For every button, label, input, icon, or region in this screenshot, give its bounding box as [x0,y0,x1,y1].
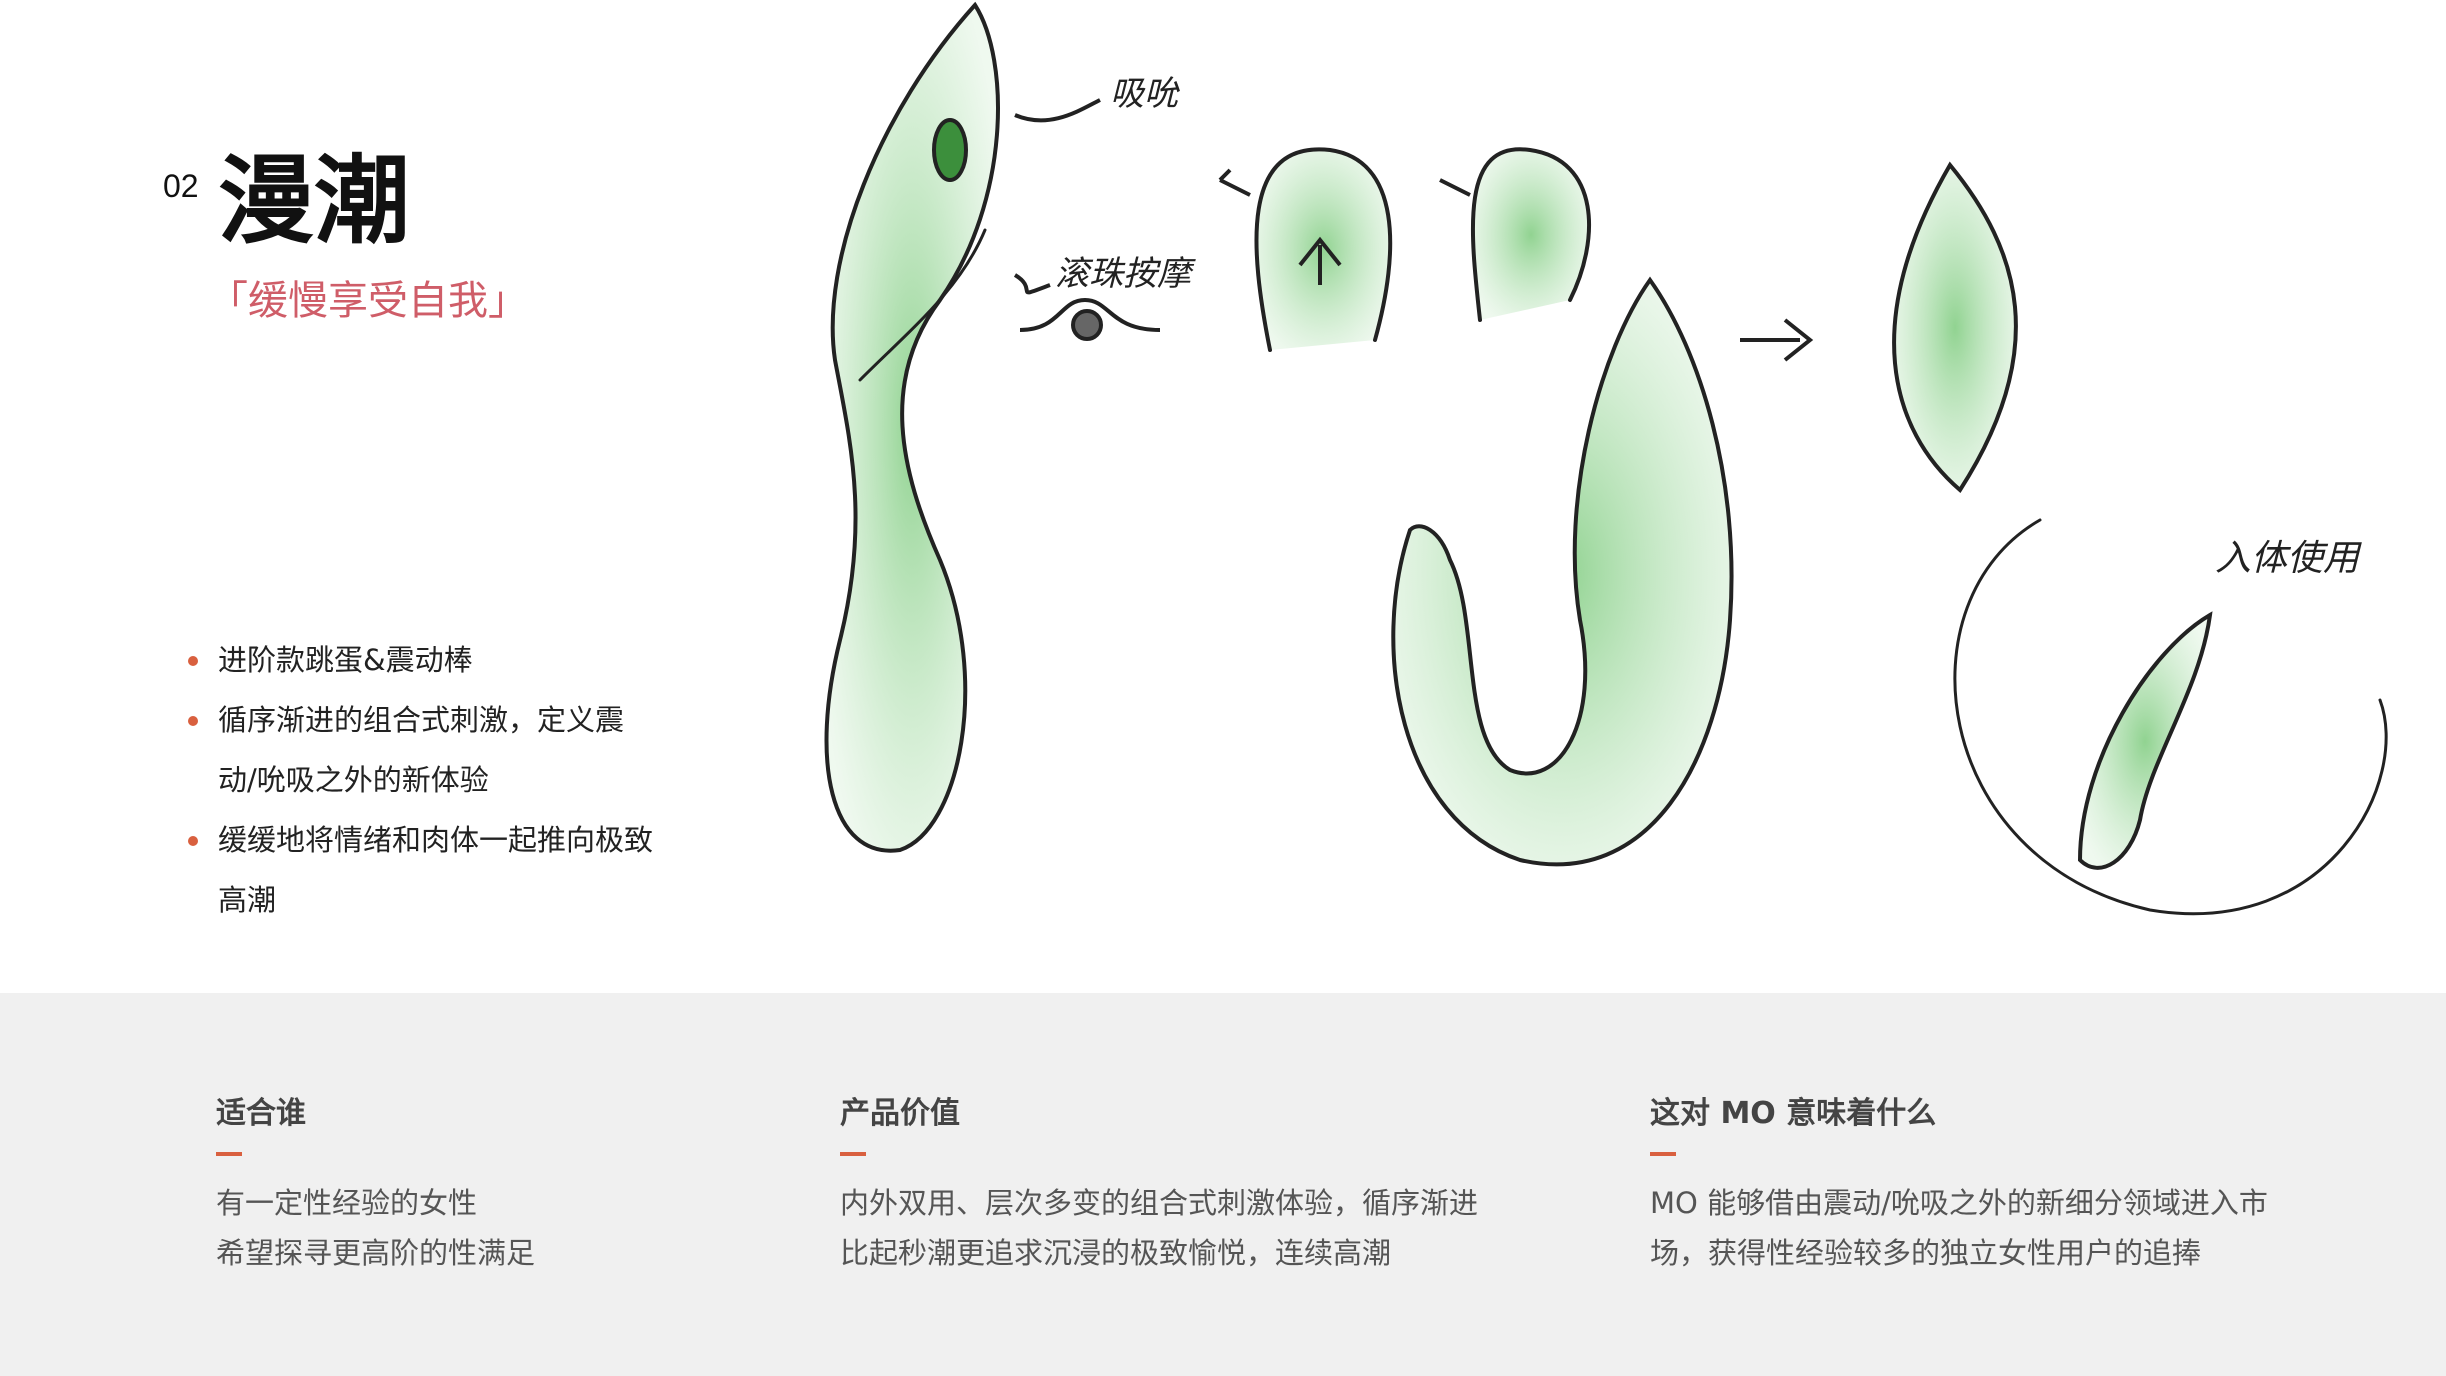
feature-item: 缓缓地将情绪和肉体一起推向极致高潮 [180,810,660,930]
feature-text: 缓缓地将情绪和肉体一起推向极致高潮 [218,823,654,917]
feature-text: 循序渐进的组合式刺激，定义震动/吮吸之外的新体验 [218,703,625,797]
product-sketch-illustration: 吸吮 滚珠按摩 入体使用 [824,1,2388,916]
note-suction: 吸吮 [1110,74,1180,114]
column-product-value: 产品价值 内外双用、层次多变的组合式刺激体验，循序渐进 比起秒潮更追求沉浸的极致… [840,1088,1478,1278]
tall-leaf-sketch [824,1,1000,853]
heading-underline [1650,1152,1676,1156]
column-line: 比起秒潮更追求沉浸的极致愉悦，连续高潮 [840,1236,1392,1270]
column-heading: 这对 MO 意味着什么 [1650,1096,1937,1131]
column-heading: 适合谁 [216,1096,306,1131]
heading-underline [216,1152,242,1156]
bullet-dot-icon [188,836,198,846]
tip-view-left [1254,147,1393,352]
column-line: 场，获得性经验较多的独立女性用户的追捧 [1650,1236,2202,1270]
feature-text: 进阶款跳蛋&震动棒 [218,643,473,677]
column-meaning-for-mo: 这对 MO 意味着什么 MO 能够借由震动/吮吸之外的新细分领域进入市 场，获得… [1650,1088,2268,1278]
small-leaf-sketch [1892,161,2018,494]
column-heading: 产品价值 [840,1096,960,1131]
column-line: 希望探寻更高阶的性满足 [216,1236,536,1270]
info-band [0,993,2446,1376]
bullet-dot-icon [188,716,198,726]
column-target-users: 适合谁 有一定性经验的女性 希望探寻更高阶的性满足 [216,1088,535,1278]
feature-item: 循序渐进的组合式刺激，定义震动/吮吸之外的新体验 [180,690,660,810]
detail-circle [1953,518,2388,916]
product-tagline: 「缓慢享受自我」 [208,278,528,324]
product-title: 漫潮 [218,144,410,257]
column-line: 内外双用、层次多变的组合式刺激体验，循序渐进 [840,1186,1479,1220]
column-line: MO 能够借由震动/吮吸之外的新细分领域进入市 [1650,1186,2268,1220]
section-number: 02 [163,168,199,204]
feature-item: 进阶款跳蛋&震动棒 [180,630,660,690]
feature-list: 进阶款跳蛋&震动棒 循序渐进的组合式刺激，定义震动/吮吸之外的新体验 缓缓地将情… [180,630,660,930]
heading-underline [840,1152,866,1156]
tip-view-right [1470,147,1592,322]
u-shape-sketch [1391,276,1734,867]
note-insertable: 入体使用 [2215,538,2362,579]
note-ball-massage: 滚珠按摩 [1055,254,1196,294]
column-line: 有一定性经验的女性 [216,1186,478,1220]
bullet-dot-icon [188,656,198,666]
